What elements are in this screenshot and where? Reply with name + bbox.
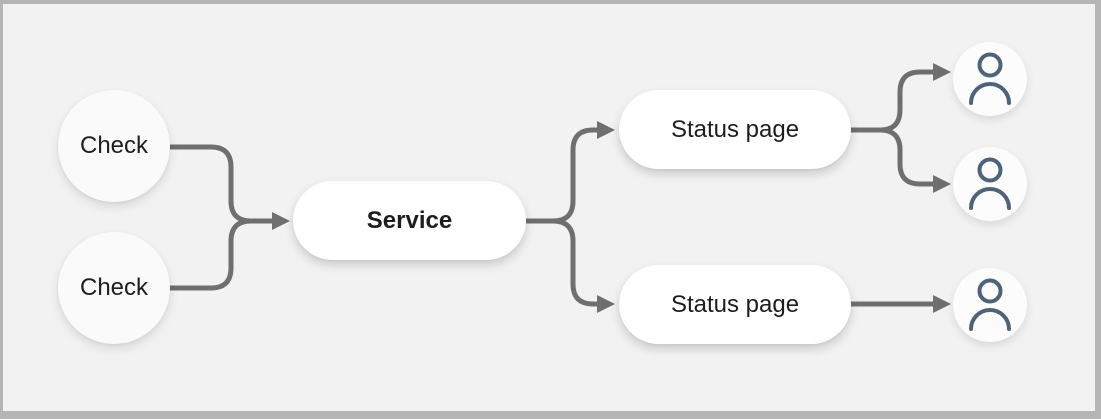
edge-status-2-to-user-3	[848, 295, 951, 313]
node-check-1: Check	[58, 90, 170, 202]
node-status-page-2-label: Status page	[670, 290, 800, 318]
node-check-2-label: Check	[79, 274, 149, 301]
node-check-2: Check	[58, 232, 170, 344]
diagram-canvas: Check Check Service Status page Status p…	[3, 4, 1095, 411]
node-user-3	[953, 268, 1027, 342]
edge-check-1-to-service	[167, 144, 275, 224]
user-icon	[969, 278, 1011, 331]
edge-service-to-status-2	[523, 218, 615, 313]
edge-service-to-status-1	[523, 121, 615, 224]
edge-status-1-to-user-1	[848, 63, 951, 133]
user-icon	[969, 157, 1011, 210]
user-icon	[969, 52, 1011, 105]
node-status-page-1-label: Status page	[670, 115, 800, 143]
node-check-1-label: Check	[79, 132, 149, 159]
arrowhead-status-2	[597, 295, 615, 313]
node-service: Service	[293, 181, 526, 260]
arrowhead-user-2	[933, 175, 951, 193]
edge-check-2-to-service	[167, 212, 290, 291]
node-user-1	[953, 42, 1027, 116]
arrowhead-status-1	[597, 121, 615, 139]
connector-lines	[167, 63, 951, 313]
node-service-label: Service	[366, 206, 453, 234]
node-user-2	[953, 147, 1027, 221]
arrowhead-user-1	[933, 63, 951, 81]
node-status-page-2: Status page	[619, 265, 851, 344]
arrowhead-user-3	[933, 295, 951, 313]
edge-status-1-to-user-2	[848, 127, 951, 193]
arrowhead-service	[272, 212, 290, 230]
node-status-page-1: Status page	[619, 90, 851, 169]
